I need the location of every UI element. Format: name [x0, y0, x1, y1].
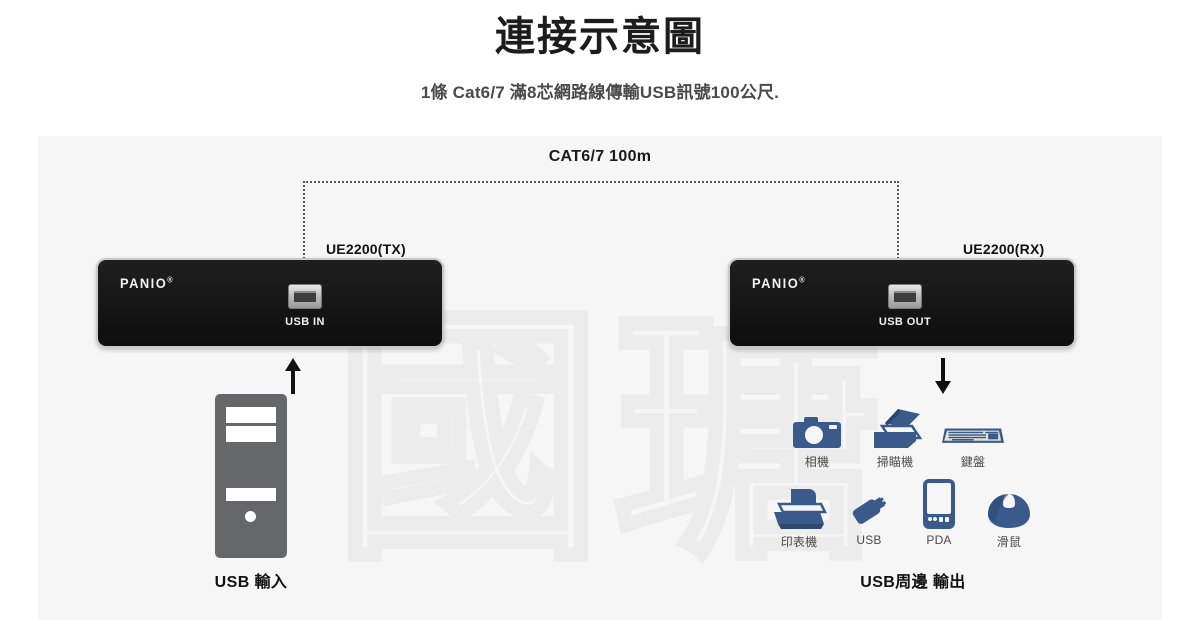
peripheral-label: 鍵盤	[960, 455, 986, 469]
pc-power-button-icon	[245, 511, 256, 522]
printer-icon	[768, 484, 830, 530]
peripheral-item-keyboard: 鍵盤	[942, 404, 1004, 470]
pc-drive-bay	[226, 426, 276, 442]
panio-brand-text: PANIO	[120, 275, 168, 291]
usb-port-slot	[294, 291, 316, 302]
page-title: 連接示意圖	[495, 15, 705, 59]
header: 連接示意圖 1條 Cat6/7 滿8芯網路線傳輸USB訊號100公尺.	[0, 0, 1200, 103]
peripheral-label: 滑鼠	[996, 535, 1022, 549]
usb-input-caption: USB 輸入	[214, 574, 288, 591]
usb-output-caption: USB周邊 輸出	[860, 574, 966, 591]
cable-span-label: CAT6/7 100m	[548, 148, 652, 165]
receiver-model-label: UE2200(RX)	[963, 241, 1045, 257]
peripheral-label: 相機	[804, 455, 830, 469]
panio-registered-mark: ®	[167, 275, 175, 285]
peripheral-item-camera: 相機	[786, 404, 848, 470]
transmitter-usb-port[interactable]: USB IN	[270, 284, 340, 328]
usb-flash-drive-icon	[838, 484, 900, 530]
arrow-up-icon	[285, 358, 301, 399]
mouse-icon	[978, 484, 1040, 530]
peripheral-item-scanner: 掃瞄機	[864, 404, 926, 470]
connection-diagram-panel: 國瑭 CAT6/7 100m UE2200(TX) PANIO® USB IN …	[38, 136, 1162, 620]
usb-port-slot	[894, 291, 916, 302]
pc-drive-bay	[226, 488, 276, 501]
peripheral-item-mouse: 滑鼠	[978, 484, 1040, 550]
scanner-icon	[864, 404, 926, 450]
usb-port-icon	[288, 284, 322, 309]
peripheral-label: 掃瞄機	[876, 455, 914, 469]
receiver-usb-port[interactable]: USB OUT	[870, 284, 940, 328]
transmitter-model-label: UE2200(TX)	[326, 241, 406, 257]
page-subtitle: 1條 Cat6/7 滿8芯網路線傳輸USB訊號100公尺.	[420, 83, 780, 102]
pda-icon	[908, 479, 970, 530]
pc-tower-icon	[215, 394, 287, 558]
panio-logo-rx: PANIO®	[752, 275, 806, 291]
panio-registered-mark: ®	[799, 275, 807, 285]
peripheral-label: PDA	[926, 533, 952, 547]
keyboard-icon	[942, 404, 1004, 450]
peripheral-row-top: 相機 掃瞄機	[768, 404, 1058, 470]
peripheral-row-bottom: 印表機 USB	[768, 479, 1058, 550]
peripheral-label: USB	[856, 533, 882, 547]
panio-brand-text: PANIO	[752, 275, 800, 291]
camera-icon	[786, 404, 848, 450]
receiver-port-label: USB OUT	[878, 316, 932, 328]
peripheral-item-usb-drive: USB	[838, 484, 900, 550]
peripheral-item-printer: 印表機	[768, 484, 830, 550]
peripheral-label: 印表機	[780, 535, 818, 549]
cable-span-bracket	[303, 181, 899, 259]
pc-drive-bay	[226, 407, 276, 423]
transmitter-port-label: USB IN	[285, 316, 325, 328]
receiver-device[interactable]: PANIO® USB OUT	[728, 258, 1076, 348]
peripheral-item-pda: PDA	[908, 479, 970, 550]
usb-port-icon	[888, 284, 922, 309]
panio-logo-tx: PANIO®	[120, 275, 174, 291]
peripheral-group: 相機 掃瞄機	[768, 404, 1058, 550]
arrow-down-icon	[935, 358, 951, 399]
transmitter-device[interactable]: PANIO® USB IN	[96, 258, 444, 348]
